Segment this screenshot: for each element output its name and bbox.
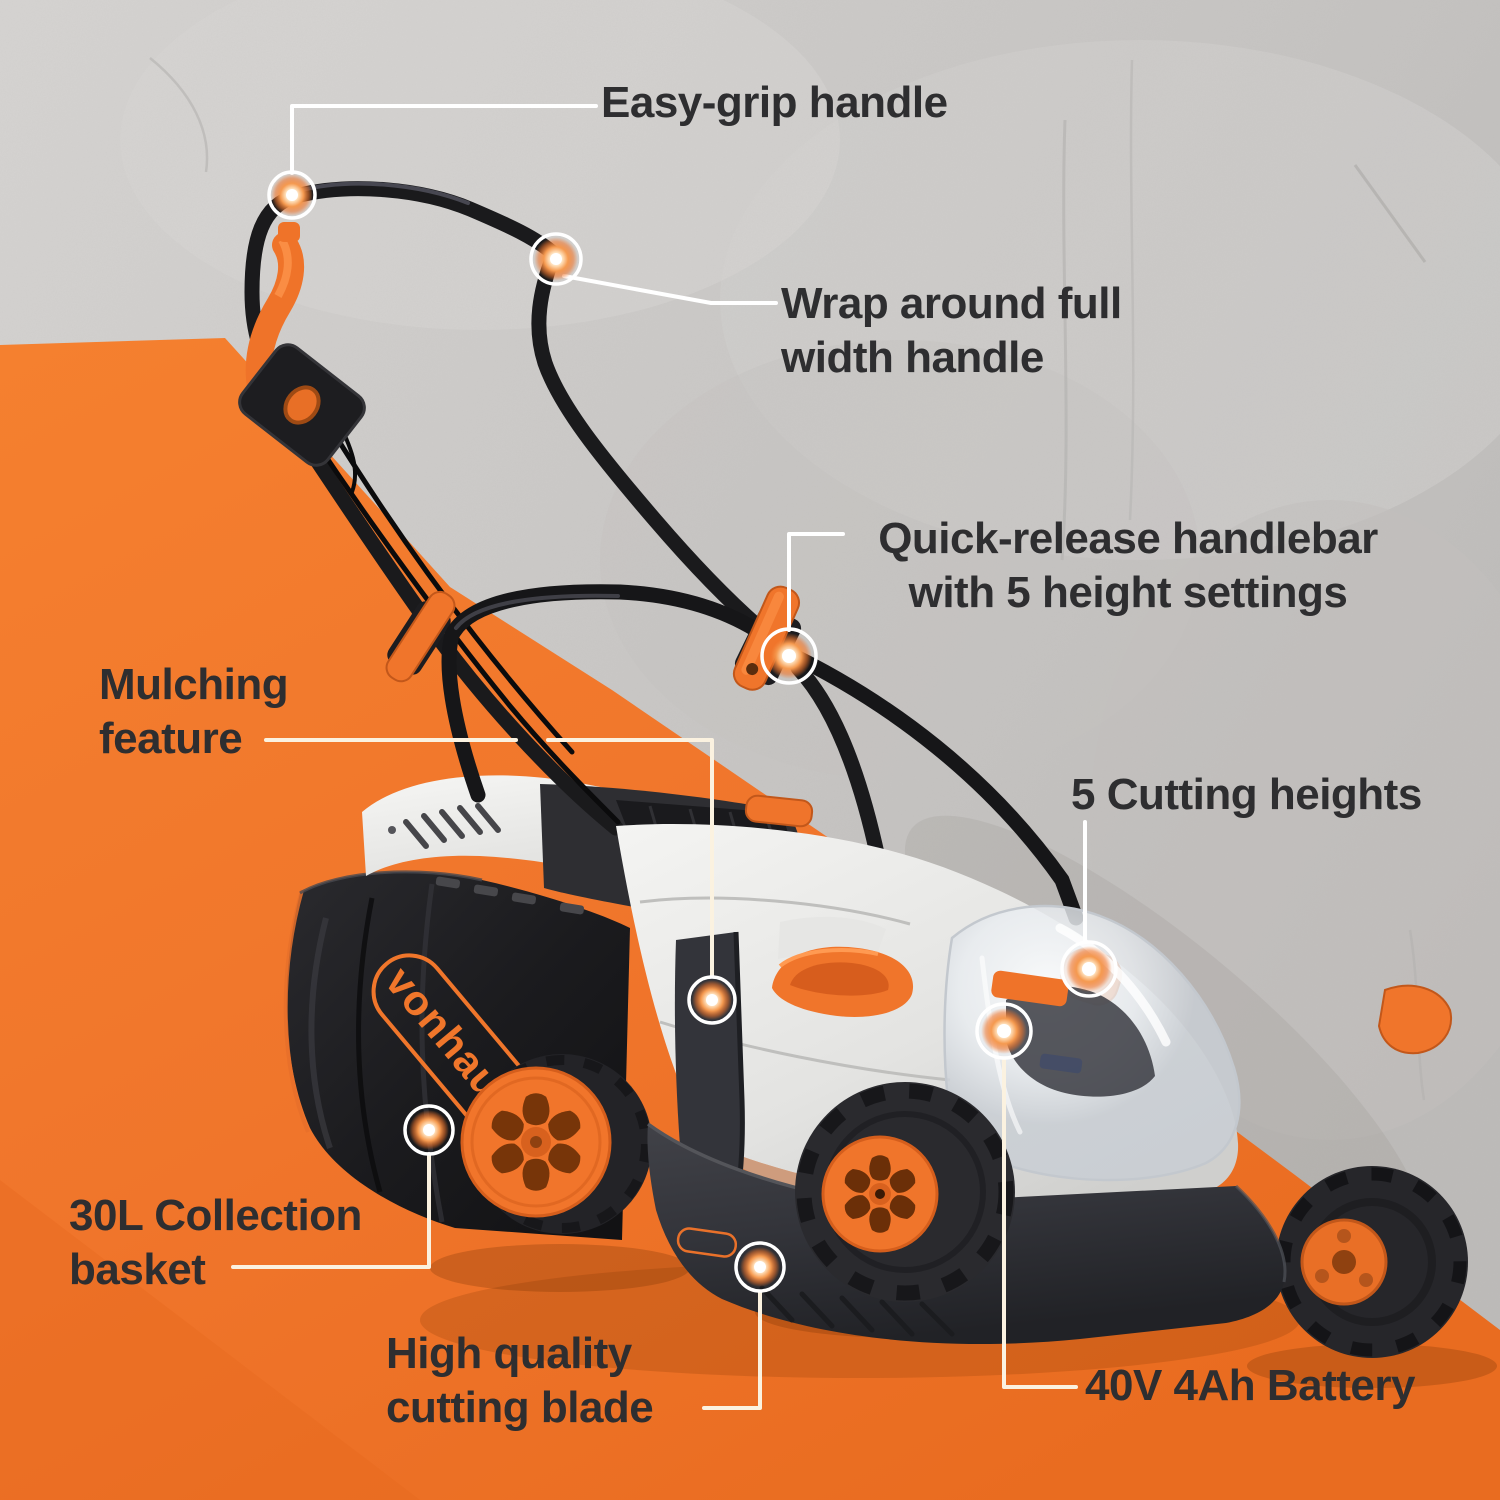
handle-height-clamp	[238, 343, 366, 467]
quick-release-label: Quick-release handlebar with 5 height se…	[850, 512, 1406, 620]
leader-battery	[1002, 1057, 1078, 1389]
front-right-wheel	[1276, 1166, 1468, 1358]
wrap-handle-label-line2: width handle	[781, 333, 1044, 382]
collection-basket-label: 30L Collection basket	[69, 1189, 362, 1297]
cutting-blade-label: High quality cutting blade	[386, 1327, 654, 1435]
handle-right-upright	[531, 246, 783, 649]
wrap-handle-label: Wrap around full width handle	[781, 277, 1122, 385]
quick-release-label-line1: Quick-release handlebar	[878, 514, 1378, 563]
cover-brand-sticker	[991, 970, 1069, 1007]
marker-cutting-heights	[1060, 940, 1118, 998]
mulching-label-line1: Mulching	[99, 660, 289, 709]
battery-inside	[1006, 986, 1155, 1097]
cutting-blade-label-line1: High quality	[386, 1329, 632, 1378]
leader-easy-grip	[290, 104, 598, 175]
skirt-brand-plate	[676, 1227, 738, 1258]
easy-grip-label: Easy-grip handle	[601, 78, 948, 127]
wrap-around-bar	[441, 584, 1084, 926]
handle-right-lower	[790, 660, 886, 866]
marker-battery	[975, 1002, 1033, 1060]
handle-top-bar	[288, 181, 562, 262]
collection-basket-label-line1: 30L Collection	[69, 1191, 362, 1240]
marker-blade	[734, 1241, 786, 1293]
leader-quick-release	[787, 532, 845, 632]
marker-wrap-handle	[529, 232, 583, 286]
marker-basket	[403, 1104, 455, 1156]
collection-basket-label-line2: basket	[69, 1245, 206, 1294]
leader-basket	[231, 1152, 431, 1269]
left-release-lever	[385, 590, 456, 683]
middle-rear-wheel	[795, 1082, 1015, 1302]
callout-leader-lines	[231, 104, 1087, 1410]
lawn-mower-illustration: vonhaus	[238, 181, 1497, 1388]
rear-deck-orange-clip	[744, 794, 814, 828]
deck-carry-handle	[772, 946, 914, 1017]
control-cable	[309, 433, 621, 825]
clamp-orange-knob	[283, 385, 321, 425]
leader-wrap-handle	[562, 274, 778, 305]
cooling-vents	[403, 803, 501, 849]
battery-label: 40V 4Ah Battery	[1085, 1361, 1415, 1410]
cutting-heights-label: 5 Cutting heights	[1071, 770, 1422, 819]
marker-quick-release	[760, 627, 818, 685]
marker-easy-grip	[267, 170, 317, 220]
cutting-blade-label-line2: cutting blade	[386, 1383, 654, 1432]
quick-release-label-line2: with 5 height settings	[908, 568, 1348, 617]
mulching-label-line2: feature	[99, 714, 243, 763]
rear-left-wheel	[460, 1054, 652, 1234]
leader-mulching-b	[546, 738, 714, 978]
front-height-lever	[1377, 984, 1452, 1055]
wrap-handle-label-line1: Wrap around full	[781, 279, 1122, 328]
marker-mulching	[687, 975, 737, 1025]
battery-cover	[943, 904, 1241, 1182]
cover-slots	[435, 876, 585, 915]
mulching-label: Mulching feature	[99, 658, 289, 766]
callout-markers	[267, 170, 1118, 1293]
leader-blade	[702, 1290, 762, 1410]
